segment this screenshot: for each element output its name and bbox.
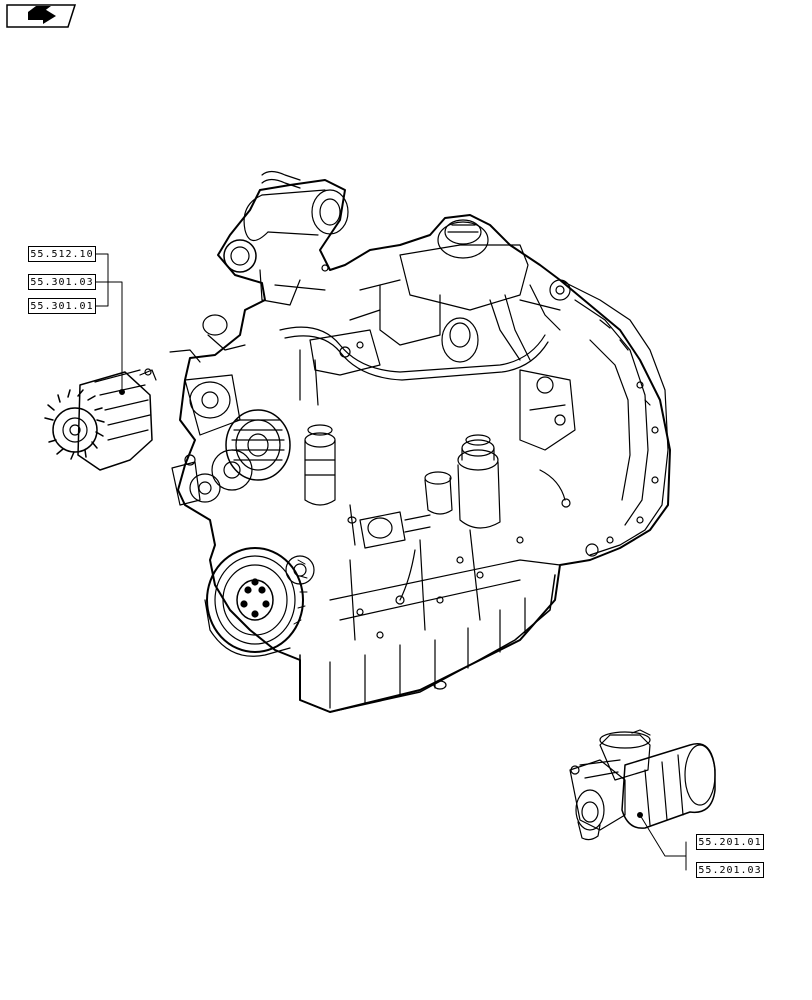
engine-illustration (169, 170, 671, 713)
ref-label-alternator-2[interactable]: 55.301.03 (28, 274, 96, 290)
ref-label-alternator-3[interactable]: 55.301.01 (28, 298, 96, 314)
page-nav-button[interactable] (6, 4, 76, 28)
ref-label-starter-2[interactable]: 55.201.03 (696, 862, 764, 878)
crankshaft-damper (204, 547, 304, 657)
starter-illustration (569, 729, 716, 841)
ref-label-starter-1[interactable]: 55.201.01 (696, 834, 764, 850)
ref-label-alternator-1[interactable]: 55.512.10 (28, 246, 96, 262)
alternator-illustration (44, 368, 157, 471)
arrow-page-nav-icon (28, 6, 56, 24)
callout-leaders (95, 253, 687, 871)
